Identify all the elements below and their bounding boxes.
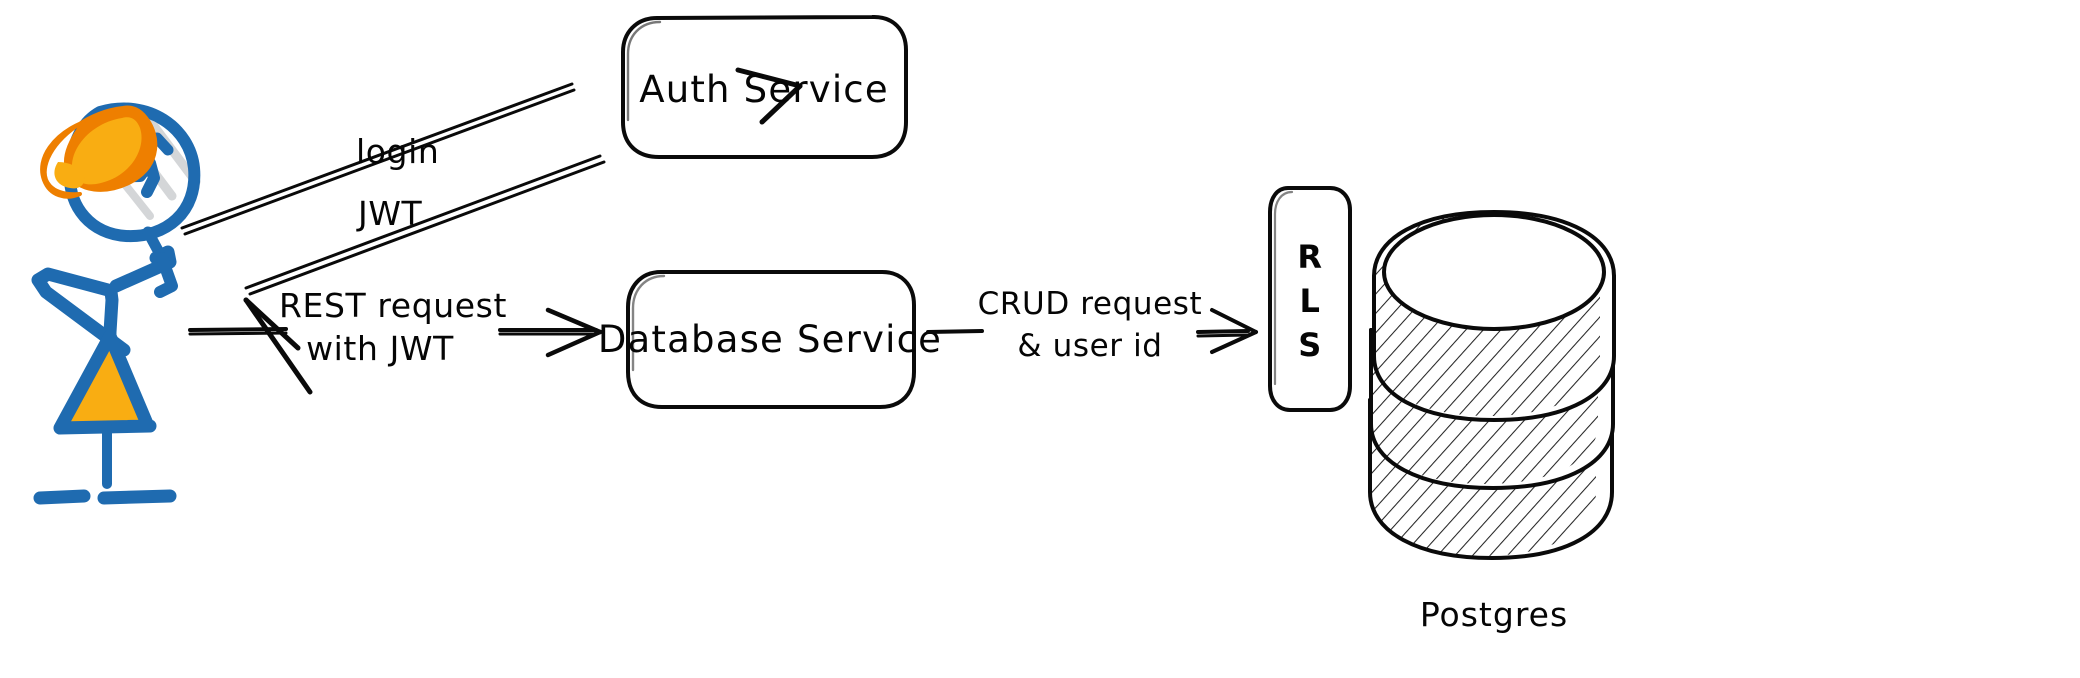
db-disc-top <box>1372 210 1616 422</box>
beret-tail-fill <box>54 162 85 189</box>
login-edge-label: login <box>356 132 439 171</box>
foot-right <box>97 489 177 505</box>
crud-edge-label-line2: & user id <box>1017 328 1162 364</box>
database-service-label: Database Service <box>598 318 942 361</box>
postgres-caption: Postgres <box>1420 595 1568 634</box>
rest-edge <box>188 307 603 358</box>
rest-edge-label-line1: REST request <box>279 286 507 325</box>
user-stick-figure <box>31 102 201 505</box>
foot-left <box>33 489 91 505</box>
rls-letter-r: R <box>1297 238 1322 276</box>
skirt-fill <box>62 338 146 426</box>
postgres-node[interactable]: Postgres <box>1338 200 1638 634</box>
jwt-edge <box>243 154 606 395</box>
auth-service-label: Auth Service <box>639 68 889 111</box>
database-service-node[interactable]: Database Service <box>598 269 942 409</box>
crud-edge-label-line1: CRUD request <box>978 286 1203 322</box>
rls-letter-l: L <box>1300 282 1321 320</box>
beret-fill <box>71 117 142 185</box>
arm-left <box>31 267 131 357</box>
auth-service-node[interactable]: Auth Service <box>621 14 908 159</box>
rls-node[interactable]: R L S <box>1268 186 1352 412</box>
login-edge <box>180 67 803 236</box>
rls-letter-s: S <box>1298 326 1322 364</box>
crud-edge <box>926 308 1258 354</box>
jwt-edge-label: JWT <box>356 194 423 233</box>
shoulder-right <box>154 252 178 298</box>
rest-edge-label-line2: with JWT <box>306 329 454 368</box>
